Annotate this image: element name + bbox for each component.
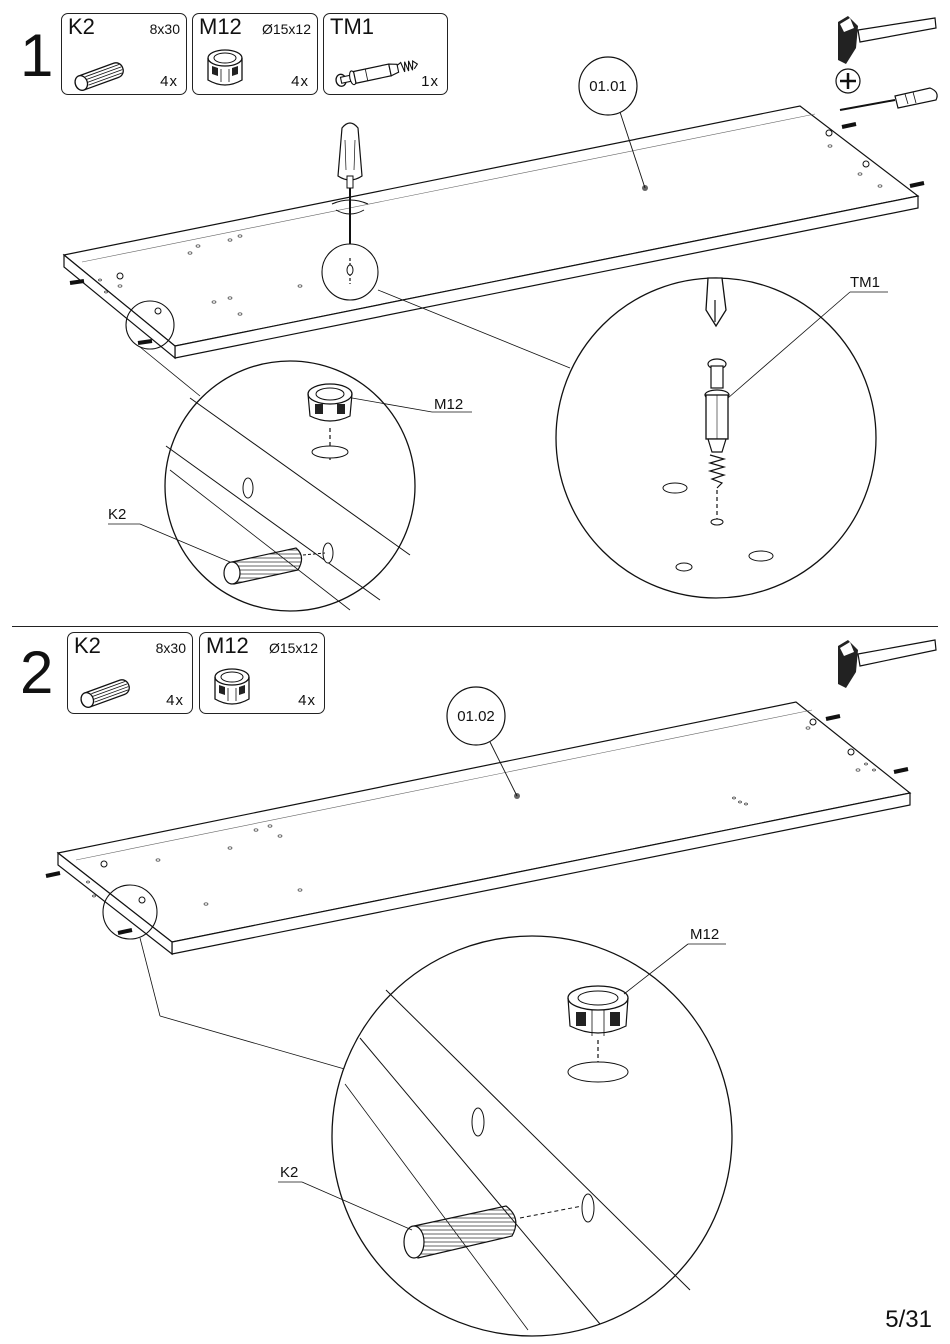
plus-icon <box>836 69 860 93</box>
callout-m12: M12 <box>434 396 463 413</box>
callout-m12: M12 <box>690 926 719 943</box>
callout-tm1: TM1 <box>850 274 880 291</box>
callout-k2: K2 <box>108 506 126 523</box>
panel-ref-label: 01.02 <box>448 708 504 725</box>
panel-ref-label: 01.01 <box>580 78 636 95</box>
callout-k2: K2 <box>280 1164 298 1181</box>
hammer-icon <box>838 640 936 688</box>
page-number: 5/31 <box>885 1306 932 1334</box>
detail-circle-left <box>165 361 415 611</box>
hammer-icon <box>838 16 936 64</box>
